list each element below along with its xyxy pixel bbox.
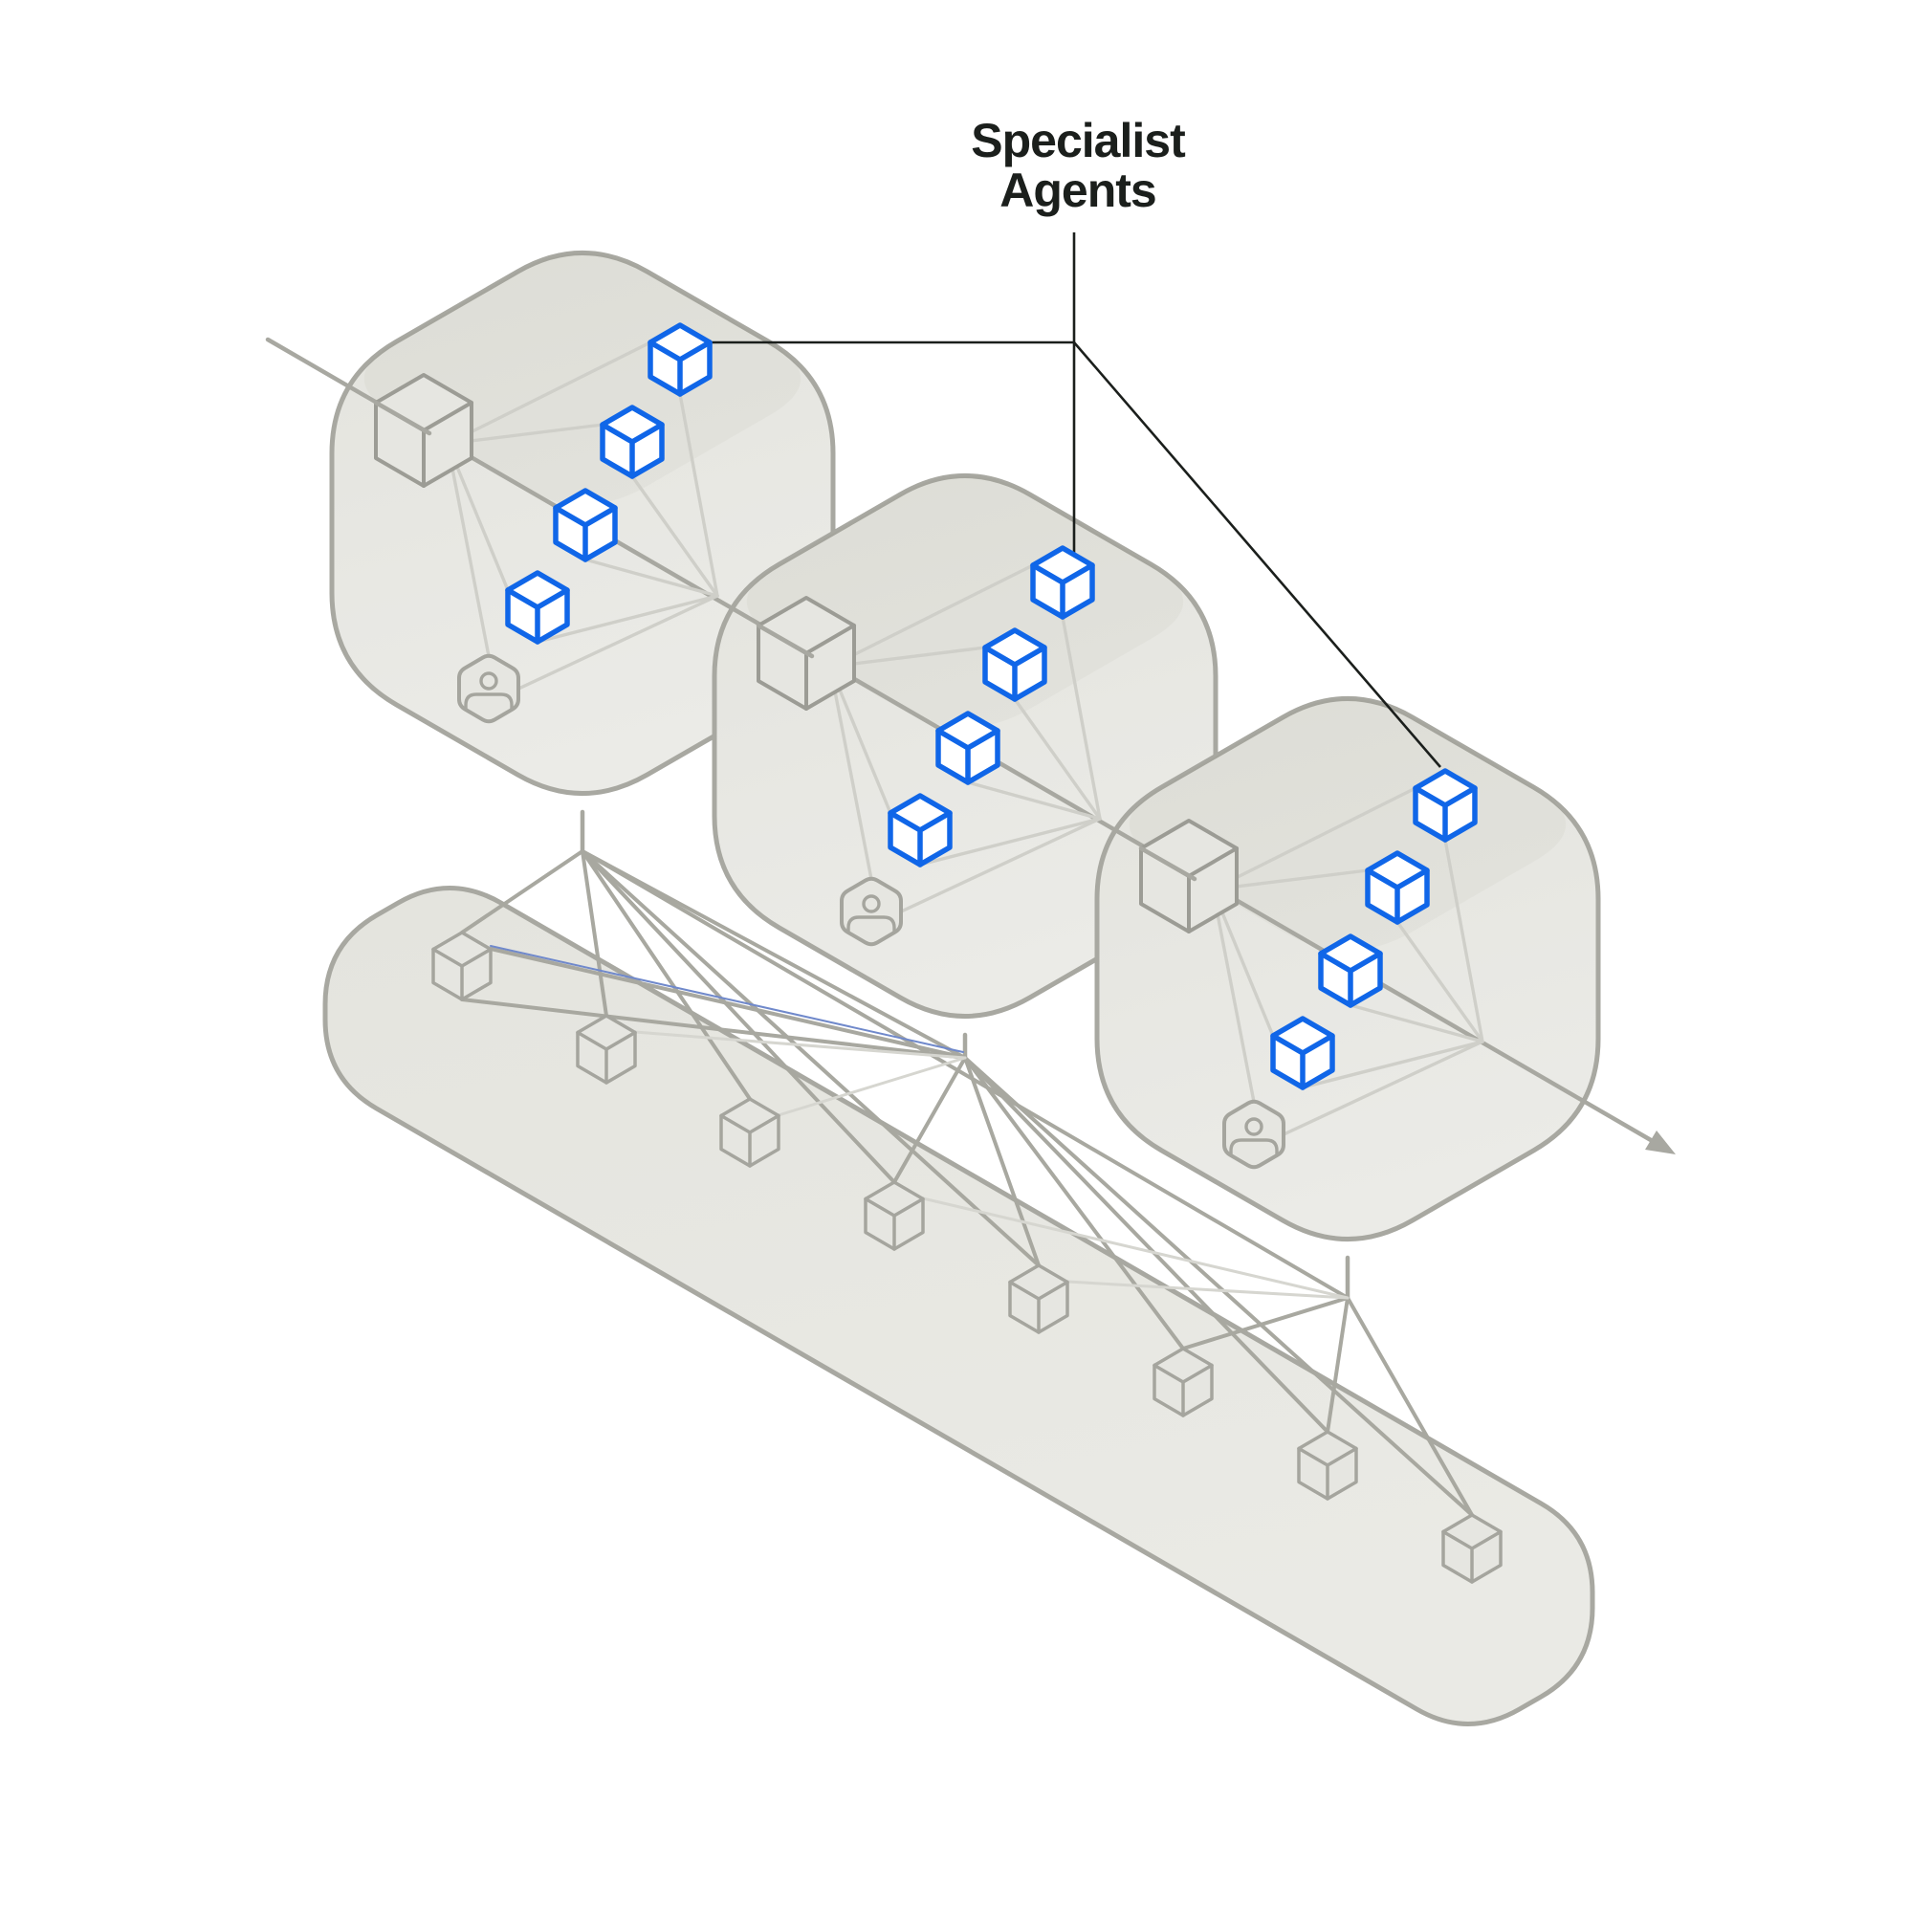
hub-ray-line xyxy=(1181,1296,1350,1350)
user-tail-line xyxy=(513,594,719,692)
specialist-agent-cube xyxy=(1030,545,1095,620)
specialist-tail-line xyxy=(1349,1003,1484,1043)
hub-ray-line xyxy=(581,849,896,1184)
user-tail-line xyxy=(895,817,1102,915)
specialist-tail-line xyxy=(1395,920,1484,1043)
blue-link-line xyxy=(490,945,964,1053)
specialist-tail-line xyxy=(536,594,719,644)
specialist-tail-line xyxy=(1061,615,1102,821)
specialist-tail-line xyxy=(918,817,1102,867)
specialist-tail-line xyxy=(1013,697,1102,821)
hub-ray-line xyxy=(581,849,752,1101)
specialist-agent-cube xyxy=(1318,933,1383,1008)
specialist-tail-line xyxy=(678,392,719,598)
axis-arrowhead-icon xyxy=(1645,1131,1676,1154)
specialist-agent-cube xyxy=(505,570,570,645)
fan-line xyxy=(1211,888,1256,1104)
pool-agent-cube xyxy=(1008,1263,1069,1334)
hub-ray-line xyxy=(963,1056,1185,1350)
hub-ray-line xyxy=(581,849,1041,1267)
specialist-agent-cube xyxy=(553,488,618,562)
fan-line xyxy=(446,442,491,658)
user-icon xyxy=(1222,1099,1285,1170)
label-connector-line xyxy=(1073,341,1441,768)
user-shoulders xyxy=(846,915,896,934)
user-tail-line xyxy=(1278,1040,1484,1138)
specialist-agent-cube xyxy=(600,405,665,479)
user-head xyxy=(862,894,881,913)
hub-ray-line xyxy=(489,947,967,1060)
hub-ray-line xyxy=(581,849,1350,1300)
hub-ray-light-line xyxy=(921,1197,1350,1300)
user-head xyxy=(479,671,498,691)
hub-ray-line xyxy=(963,1056,1329,1434)
pool-agent-cube xyxy=(1441,1513,1503,1584)
user-shoulders xyxy=(1229,1138,1279,1157)
specialist-tail-line xyxy=(1443,838,1484,1043)
specialist-agent-cube xyxy=(1413,768,1478,843)
hub-ray-line xyxy=(581,849,967,1060)
pool-agent-cube xyxy=(719,1097,780,1168)
hub-ray-line xyxy=(460,998,967,1060)
agent-pool-panel xyxy=(322,886,1595,1726)
specialist-tail-line xyxy=(630,474,719,598)
pool-agent-cube xyxy=(864,1180,925,1251)
hub-ray-line xyxy=(963,1056,1474,1517)
fan-line xyxy=(828,563,1035,669)
fan-line xyxy=(446,340,652,446)
hub-ray-line xyxy=(892,1056,967,1184)
specialist-agent-cube xyxy=(1270,1016,1335,1090)
diagram-label-line1: Specialist xyxy=(971,114,1186,167)
pool-agent-cube xyxy=(431,931,493,1001)
pool-agent-cube xyxy=(1153,1347,1214,1417)
axis-notch xyxy=(1138,845,1197,882)
specialist-tail-line xyxy=(583,558,719,598)
specialist-agent-cube xyxy=(935,711,1000,785)
axis-notch xyxy=(373,400,432,436)
hub-ray-line xyxy=(963,1056,1041,1267)
specialist-tail-line xyxy=(966,780,1102,821)
hub-ray-line xyxy=(1326,1296,1350,1434)
pool-agent-cube xyxy=(576,1014,637,1085)
specialist-tail-line xyxy=(1301,1040,1484,1089)
hub-ray-line xyxy=(581,849,608,1018)
hub-ray-light-line xyxy=(777,1056,967,1117)
fan-line xyxy=(828,665,873,881)
user-icon xyxy=(457,653,520,724)
axis-notch xyxy=(756,623,815,659)
pool-agent-cube xyxy=(1297,1430,1358,1501)
diagram-label-line2: Agents xyxy=(999,164,1155,217)
fan-line xyxy=(1211,786,1417,891)
specialist-agent-cube xyxy=(648,322,713,397)
hub-ray-light-line xyxy=(633,1030,967,1060)
hub-ray-line xyxy=(460,849,584,934)
user-head xyxy=(1244,1117,1263,1136)
specialist-agent-cube xyxy=(982,627,1047,702)
user-icon xyxy=(840,876,903,947)
specialist-agent-cube xyxy=(1365,850,1430,925)
hub-ray-line xyxy=(1346,1296,1474,1517)
user-shoulders xyxy=(464,692,514,712)
specialist-agent-cube xyxy=(888,793,953,867)
hub-ray-light-line xyxy=(1065,1280,1350,1300)
